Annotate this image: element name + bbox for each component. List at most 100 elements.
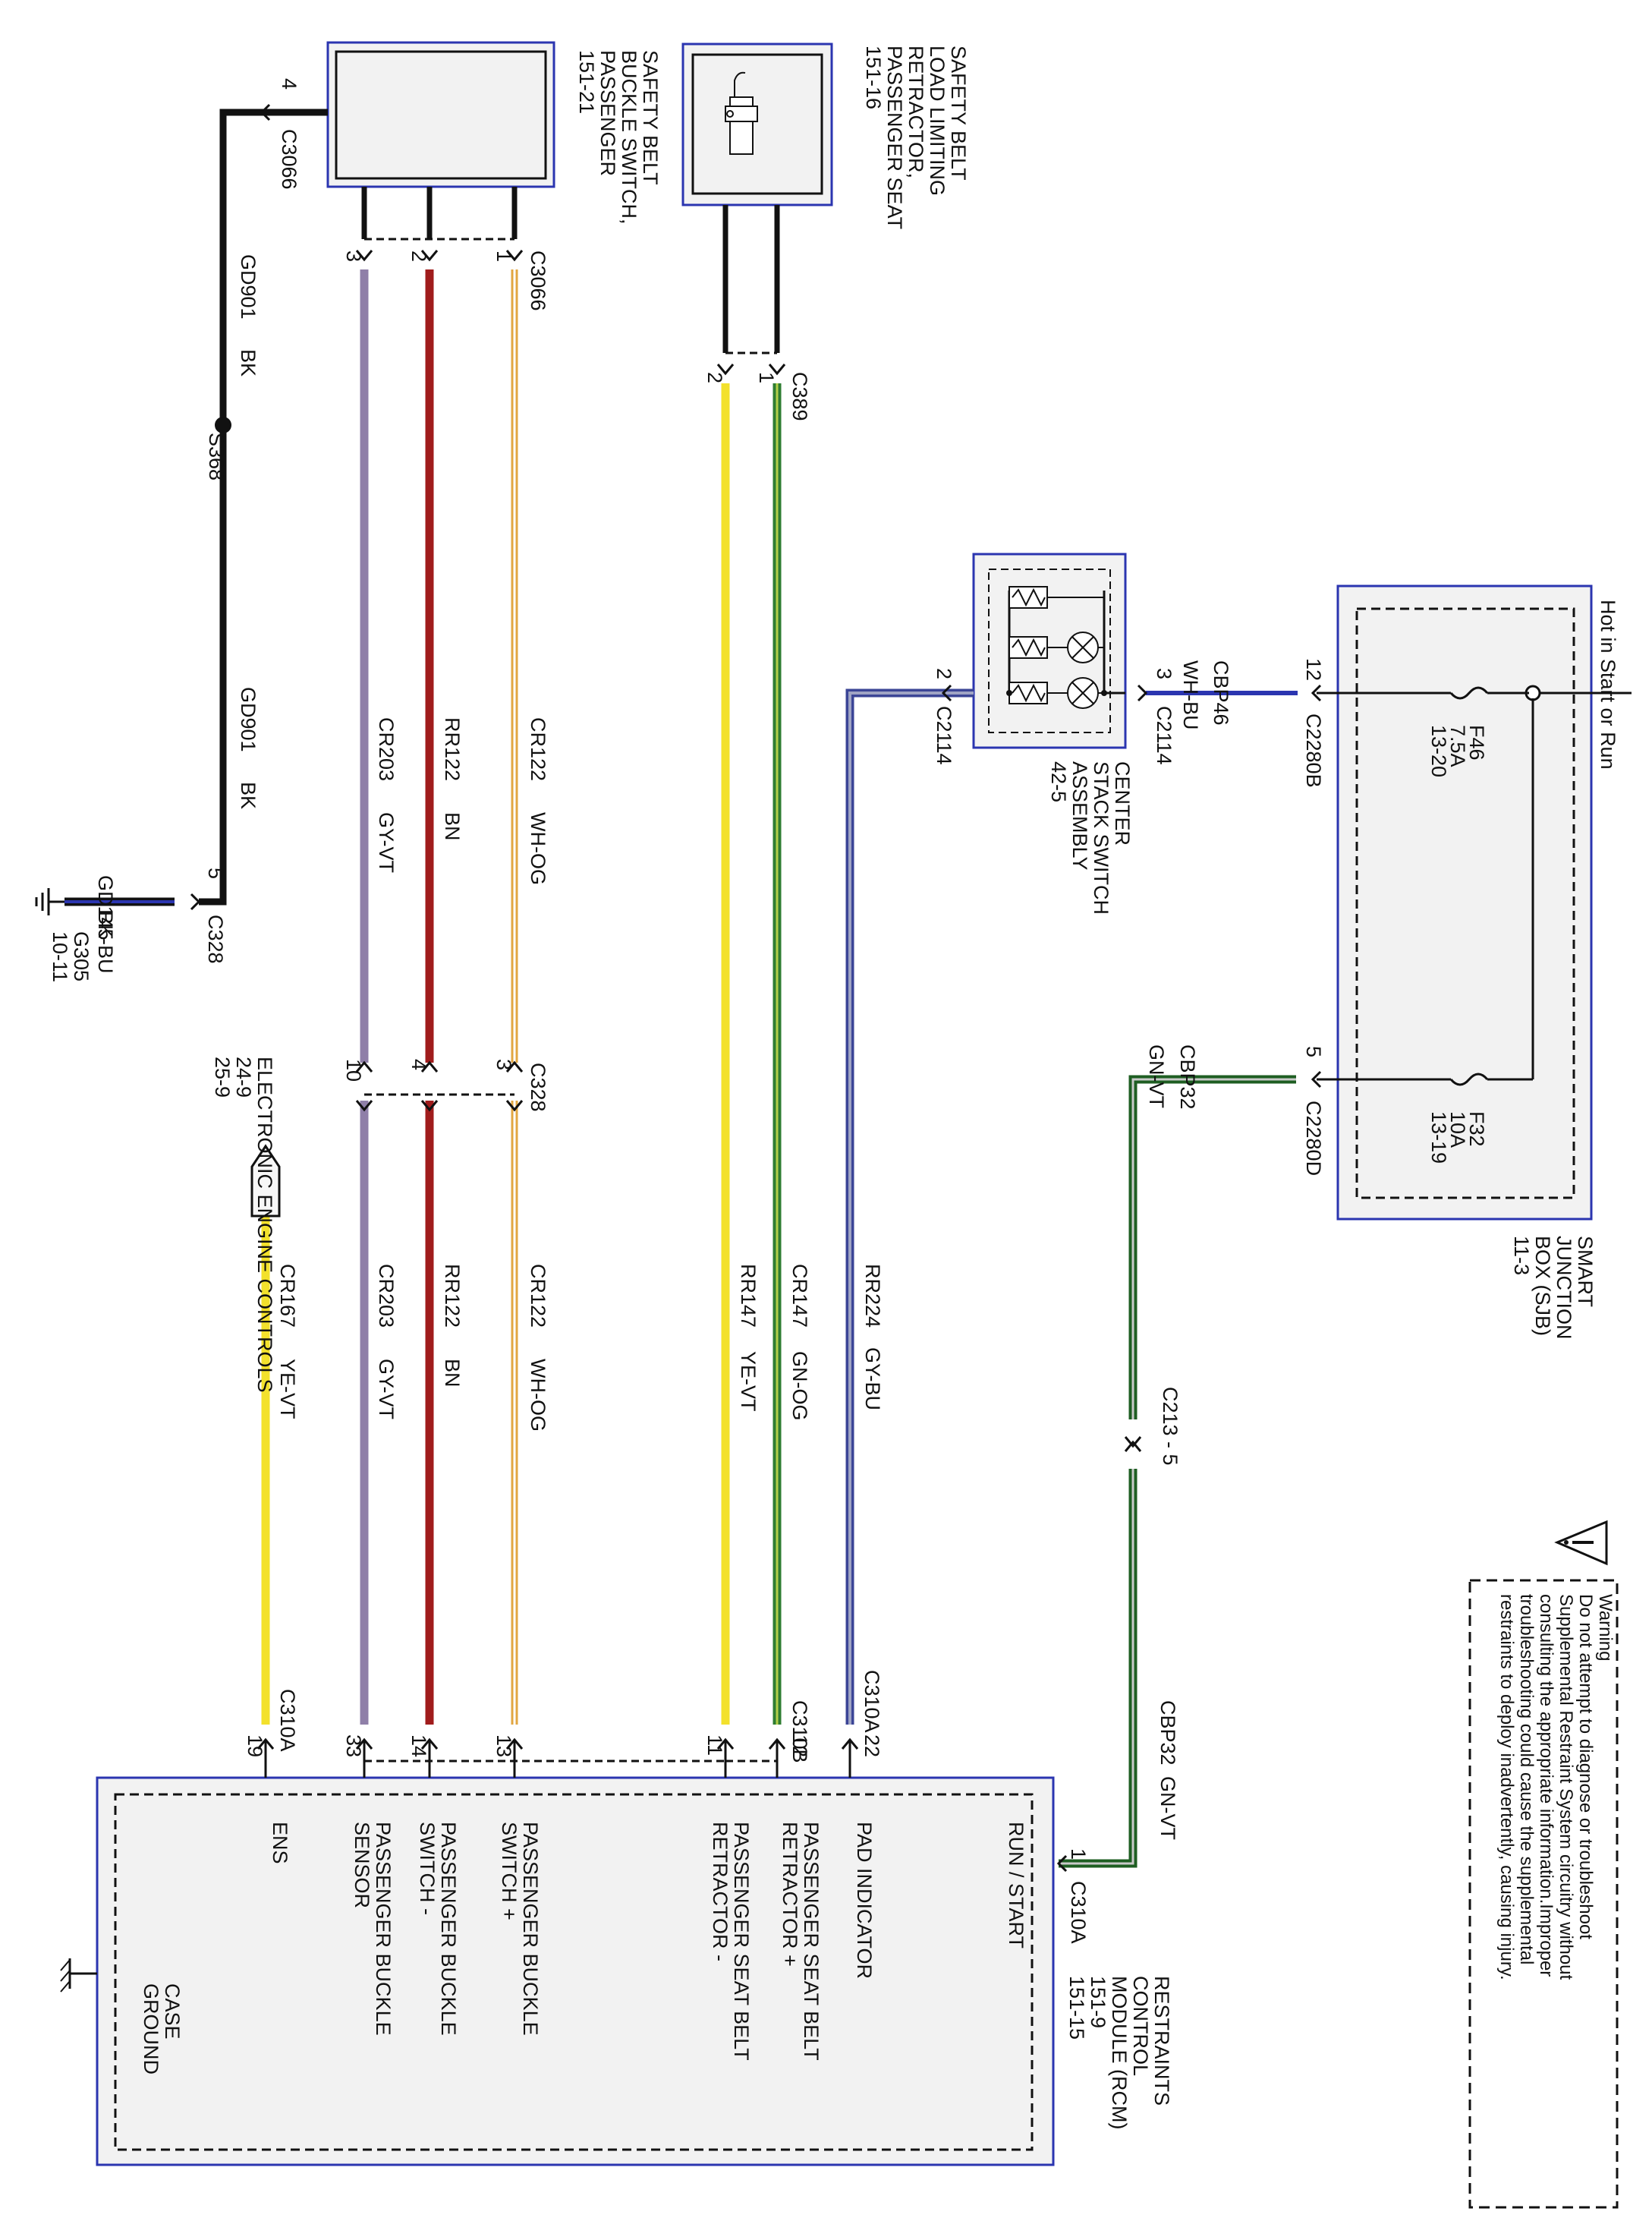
conn-c310a-b: C310A (276, 1689, 299, 1752)
rr122-id-bottom: RR122 (441, 1264, 464, 1328)
center-stack-switch-box (972, 553, 1127, 749)
rr122-color-bottom: BN (441, 1359, 464, 1388)
center-stack-name-line: STACK SWITCH (1090, 761, 1112, 915)
rcm-ens: ENS (269, 1822, 291, 1864)
rcm-retractor-plus-line: PASSENGER SEAT BELT (800, 1822, 823, 2061)
smart-junction-box (1336, 584, 1593, 1221)
rcm-run-start: RUN / START (1005, 1822, 1027, 1948)
cr122-id-bottom: CR122 (527, 1264, 549, 1328)
rcm-box (96, 1776, 1055, 2166)
pin-2-c2114: 2 (933, 668, 955, 679)
lamp-resistor-1 (1009, 586, 1104, 609)
buckle-switch-name-line: BUCKLE SWITCH, (618, 50, 640, 225)
rr147-id: RR147 (737, 1264, 760, 1328)
conn-c2280d: C2280D (1302, 1101, 1325, 1176)
pin-2-c389: 2 (703, 372, 726, 383)
pin-33: 33 (342, 1734, 365, 1757)
cr203-color-top: GY-VT (375, 812, 398, 873)
pin-4-c328: 4 (407, 1059, 430, 1070)
cr203-id-bottom: CR203 (375, 1264, 398, 1328)
eec-arrow-icon (250, 1144, 281, 1218)
rcm-retractor-minus-line: RETRACTOR - (709, 1822, 732, 1961)
g305-label-line: 10-11 (49, 931, 71, 982)
pin-3-c3066: 3 (342, 250, 365, 262)
pin-5-c328: 5 (204, 868, 227, 879)
buckle-switch-name-line: SAFETY BELT (639, 50, 662, 185)
sjb-hot-label: Hot in Start or Run (1597, 600, 1619, 770)
rcm-buckle-minus-line: SWITCH - (416, 1822, 439, 1915)
case-ground-label-line: CASE (161, 1983, 184, 2040)
pin-1-c389: 1 (755, 372, 778, 383)
buckle-switch-name-line: PASSENGER (596, 50, 619, 176)
conn-c2114-right: C2114 (1153, 706, 1175, 765)
conn-c328-ground: C328 (204, 915, 227, 964)
rcm-name-line: 151-15 (1065, 1976, 1088, 2040)
conn-c3066-top: C3066 (527, 250, 549, 311)
rcm-retractor-plus-line: RETRACTOR + (779, 1822, 801, 1967)
retractor-name-line: LOAD LIMITING (926, 46, 949, 196)
cbp32-id-bottom: CBP32 (1156, 1700, 1179, 1766)
pin-3-c2114: 3 (1153, 668, 1175, 679)
cbp46-id: CBP46 (1210, 660, 1232, 726)
rr147-color: YE-VT (737, 1351, 760, 1412)
retractor-name-line: 151-16 (862, 46, 885, 109)
pin-3-c328: 3 (492, 1059, 515, 1070)
cbp32-color-bottom: GN-VT (1156, 1776, 1179, 1840)
gd901-color-top: BK (237, 349, 260, 376)
gd901-id-bottom: GD901 (237, 687, 260, 752)
conn-c2114-left: C2114 (933, 706, 955, 765)
f32-name: F32 (1465, 1111, 1488, 1147)
gd901-id-top: GD901 (237, 254, 260, 320)
warning-text-line: Do not attempt to diagnose or troublesho… (1575, 1594, 1596, 1939)
conn-c2280b: C2280B (1302, 714, 1325, 788)
rr122-color-top: BN (441, 812, 464, 841)
conn-c310a-a: C310A (861, 1670, 883, 1733)
rcm-name-line: MODULE (RCM) (1108, 1976, 1131, 2130)
cr122-color-top: WH-OG (527, 812, 549, 885)
rr122-id-top: RR122 (441, 717, 464, 781)
rcm-name-line: 151-9 (1087, 1976, 1109, 2028)
pin-2-c3066: 2 (407, 250, 430, 262)
cr122-id-top: CR122 (527, 717, 549, 781)
warning-box (1468, 1579, 1619, 2209)
cr147-id: CR147 (788, 1264, 811, 1328)
retractor-name-line: SAFETY BELT (947, 46, 970, 181)
g305-label-line: G305 (70, 931, 93, 981)
eec-name-line: ELECTRONIC ENGINE CONTROLS (253, 1057, 276, 1393)
sjb-name-line: JUNCTION (1553, 1236, 1575, 1340)
wire-cbp32 (1059, 1075, 1296, 1868)
pin-12: 12 (1302, 658, 1325, 681)
f46-ref: 13-20 (1427, 725, 1450, 777)
cbp32-color-top: GN-VT (1145, 1044, 1168, 1108)
conn-c310b: C310B (788, 1700, 811, 1763)
f32-ref: 13-19 (1427, 1111, 1450, 1164)
buckle-switch-name-line: 151-21 (575, 50, 598, 114)
f32-rating: 10A (1446, 1111, 1469, 1148)
rcm-pad-indicator: PAD INDICATOR (853, 1822, 876, 1979)
pin-1-c3066: 1 (492, 250, 515, 262)
sjb-name-line: 11-3 (1510, 1236, 1533, 1275)
cbp46-color: WH-BU (1179, 660, 1202, 729)
connector-chevrons (190, 103, 1322, 1873)
gd145-id: GD145 (94, 875, 117, 940)
ground-g305-icon (35, 888, 65, 915)
rcm-name-line: RESTRAINTS (1150, 1976, 1173, 2106)
pin-10: 10 (342, 1059, 365, 1082)
conn-c310a-c: C310A (1067, 1881, 1090, 1944)
pin-1-rcm: 1 (1067, 1848, 1090, 1860)
retractor-name-line: PASSENGER SEAT (883, 46, 906, 229)
retractor-internal-wires (722, 205, 780, 1763)
pin-13: 13 (492, 1734, 515, 1757)
case-ground-label-line: GROUND (140, 1983, 162, 2075)
conn-c328-mid: C328 (527, 1063, 549, 1112)
warning-text-line: Supplemental Restraint System circuitry … (1556, 1594, 1576, 1980)
pin-11: 11 (703, 1734, 726, 1756)
retractor-icon (725, 71, 758, 155)
pin-12-c310b: 12 (788, 1734, 811, 1757)
gd145-color: BK-BU (94, 911, 117, 974)
retractor-name-line: RETRACTOR, (905, 46, 927, 178)
buckle-internal-wires (361, 187, 725, 1763)
wire-gd901 (199, 109, 328, 906)
f46-name: F46 (1465, 725, 1488, 761)
